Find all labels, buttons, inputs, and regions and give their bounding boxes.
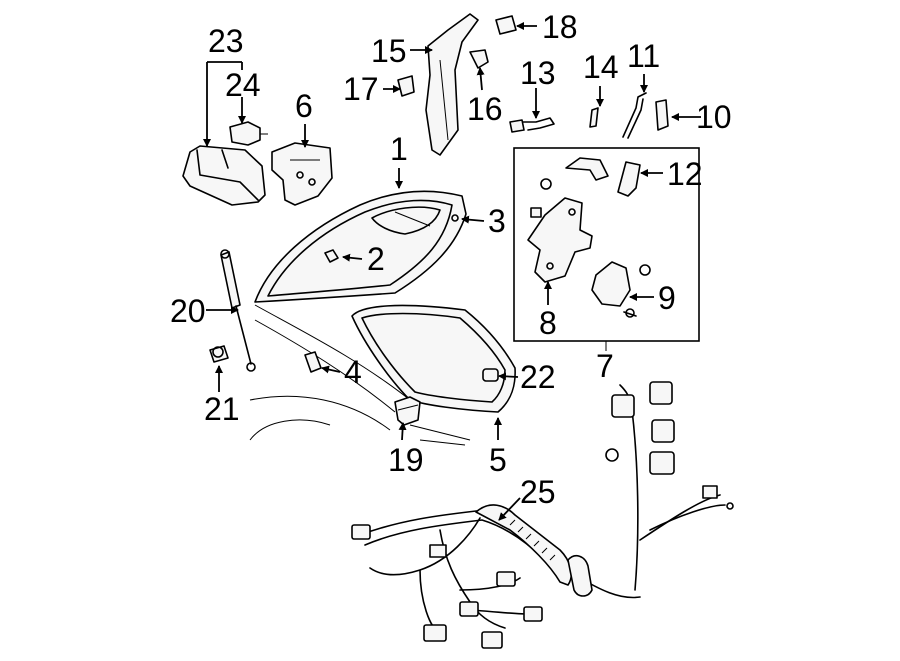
latch-parts — [527, 157, 651, 318]
callout-20: 20 — [170, 293, 206, 329]
leader-lines — [203, 22, 701, 521]
callout-17: 17 — [343, 71, 379, 107]
callout-13: 13 — [520, 55, 556, 91]
callout-9: 9 — [658, 280, 676, 316]
callout-6: 6 — [295, 88, 313, 124]
callout-21: 21 — [204, 391, 240, 427]
callout-22: 22 — [520, 359, 556, 395]
trim-strip — [425, 13, 479, 156]
callout-11: 11 — [627, 38, 660, 74]
callout-12: 12 — [667, 156, 703, 192]
lock-bracket — [271, 142, 333, 206]
clip-18 — [495, 15, 517, 35]
callout-4: 4 — [344, 354, 362, 390]
callout-24: 24 — [225, 67, 261, 103]
callout-labels: 1 2 3 4 5 6 7 8 9 10 11 12 13 14 15 16 1… — [170, 9, 732, 510]
callout-25: 25 — [520, 474, 556, 510]
trunk-lid — [254, 190, 467, 303]
trunk-lid-inner-panel — [351, 304, 516, 413]
bumper-10 — [655, 99, 669, 131]
callout-14: 14 — [583, 49, 619, 85]
clip-17 — [397, 75, 415, 97]
clip-4 — [304, 351, 322, 373]
vehicle-body-outline — [249, 304, 471, 446]
callout-8: 8 — [539, 305, 557, 341]
latch-group-box — [513, 147, 700, 351]
callout-5: 5 — [489, 442, 507, 478]
pin-14 — [589, 107, 599, 128]
callout-10: 10 — [696, 99, 732, 135]
callout-23: 23 — [208, 23, 244, 59]
callout-16: 16 — [467, 91, 503, 127]
lift-support-strut — [220, 249, 256, 372]
trunk-lamp — [182, 145, 266, 206]
release-rod-13 — [509, 117, 555, 133]
ball-stud — [209, 345, 229, 363]
callout-19: 19 — [388, 442, 424, 478]
callout-3: 3 — [488, 203, 506, 239]
callout-7: 7 — [596, 348, 614, 384]
callout-1: 1 — [390, 131, 408, 167]
clip-2 — [324, 249, 339, 263]
wiring-harness — [351, 381, 734, 649]
callout-2: 2 — [367, 241, 385, 277]
bumper-stop — [482, 368, 499, 382]
callout-18: 18 — [542, 9, 578, 45]
bracket-19 — [394, 396, 421, 426]
clip-16 — [469, 49, 489, 69]
rod-11 — [622, 92, 647, 139]
callout-15: 15 — [371, 33, 407, 69]
lamp-bulb — [229, 121, 268, 146]
